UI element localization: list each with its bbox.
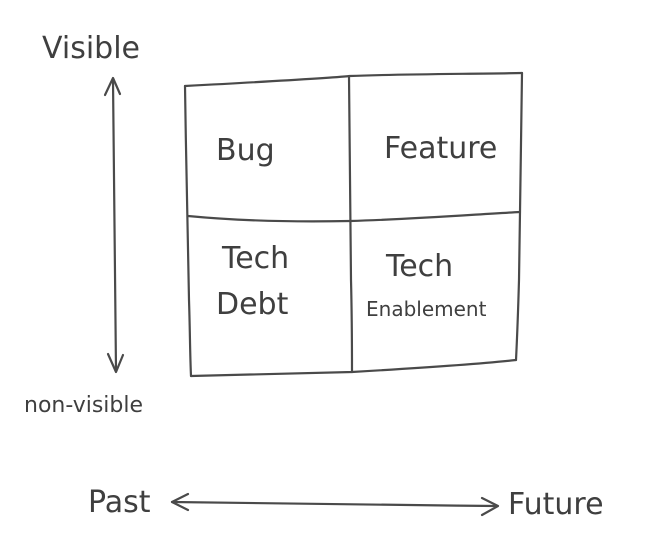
vertical-axis-line bbox=[111, 78, 118, 372]
horizontal-axis-left-label: Past bbox=[88, 485, 151, 520]
vertical-axis-arrowhead-down bbox=[106, 352, 125, 374]
vertical-axis-arrowhead-up bbox=[103, 76, 122, 97]
grid-horizontal-divider bbox=[186, 210, 522, 223]
horizontal-axis-arrowhead-right bbox=[480, 496, 500, 517]
horizontal-axis-arrowhead-left bbox=[170, 492, 190, 512]
quadrant-bottom-right-label-line1: Tech bbox=[385, 249, 453, 284]
grid-top-edge bbox=[183, 71, 524, 88]
quadrant-bottom-left-label-line2: Debt bbox=[216, 287, 289, 322]
horizontal-axis-line bbox=[170, 500, 498, 508]
horizontal-axis-right-label: Future bbox=[508, 487, 604, 522]
vertical-axis-bottom-label: non-visible bbox=[24, 393, 143, 418]
quadrant-bottom-left-label-line1: Tech bbox=[221, 241, 289, 276]
grid-bottom-edge bbox=[189, 358, 518, 378]
quadrant-bottom-right-label-line2: Enablement bbox=[366, 297, 487, 321]
grid-left-edge bbox=[183, 84, 193, 378]
grid-right-edge bbox=[514, 71, 524, 362]
vertical-axis-top-label: Visible bbox=[42, 31, 140, 66]
quadrant-top-right-label: Feature bbox=[384, 131, 497, 166]
grid-vertical-divider bbox=[347, 74, 354, 374]
quadrant-top-left-label: Bug bbox=[216, 133, 275, 168]
